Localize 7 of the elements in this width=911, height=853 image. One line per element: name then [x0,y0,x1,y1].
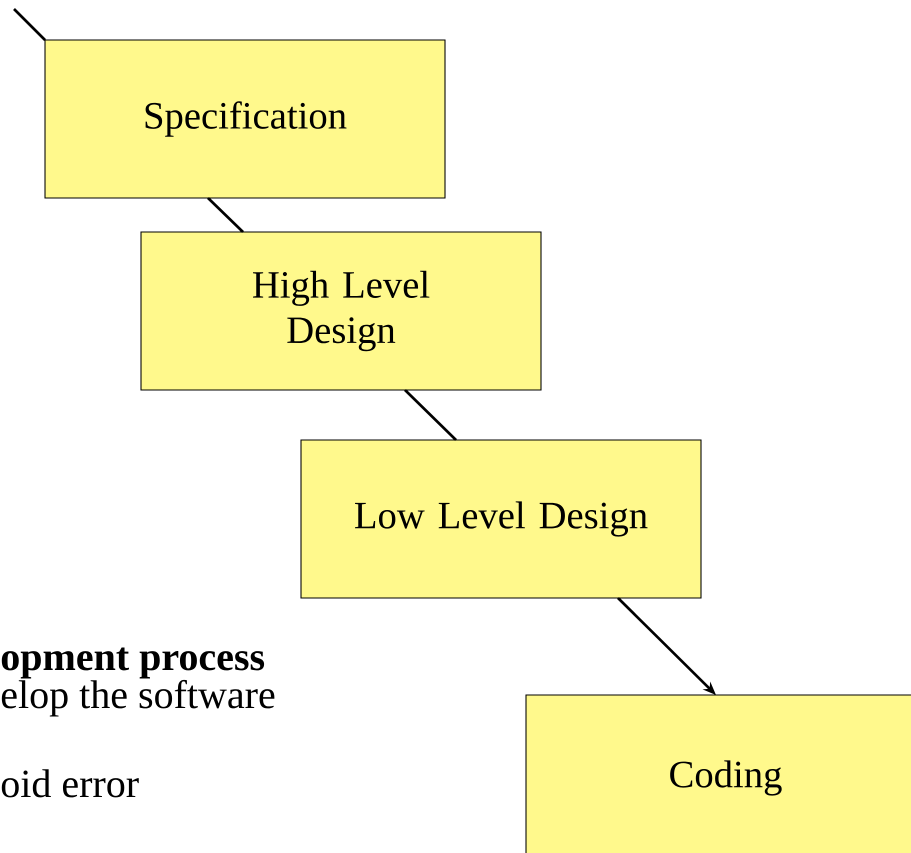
process-box: High Level Design [140,231,542,391]
text-line: opment process [2,647,264,678]
text-line: elop the software [2,680,274,716]
process-box: Specification [44,39,446,199]
process-box: Coding [525,694,911,853]
process-box: Low Level Design [300,439,702,599]
text-line: oid error [2,769,139,798]
